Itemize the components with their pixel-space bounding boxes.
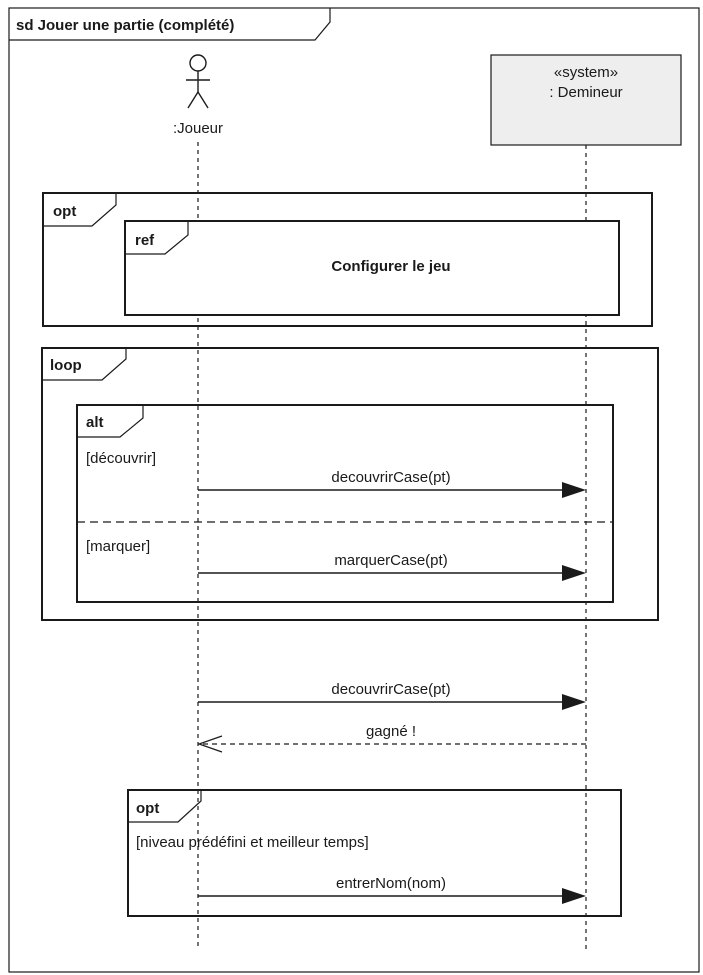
- reply-gagne: [197, 735, 586, 753]
- sd-frame-label: sd Jouer une partie (complété): [16, 17, 234, 34]
- ref-fragment-tab: [125, 221, 189, 255]
- reply-label: gagné !: [366, 723, 416, 740]
- message-2-label: marquerCase(pt): [334, 552, 447, 569]
- opt-fragment-2-tab: [128, 790, 202, 823]
- message-3-label: decouvrirCase(pt): [331, 681, 450, 698]
- alt-guard-2: [marquer]: [86, 538, 150, 555]
- ref-fragment-label: ref: [135, 232, 155, 249]
- message-marquer-case: [198, 565, 586, 581]
- opt-fragment-1-tab: [43, 193, 117, 227]
- opt-fragment-1-label: opt: [53, 203, 76, 220]
- loop-fragment-label: loop: [50, 357, 82, 374]
- alt-fragment-label: alt: [86, 414, 104, 431]
- loop-fragment-tab: [42, 348, 127, 381]
- sd-frame-tab: [9, 8, 331, 41]
- opt-fragment-2-label: opt: [136, 800, 159, 817]
- message-1-label: decouvrirCase(pt): [331, 469, 450, 486]
- ref-fragment-text: Configurer le jeu: [331, 258, 450, 275]
- alt-guard-1: [découvrir]: [86, 450, 156, 467]
- system-name: : Demineur: [549, 84, 622, 101]
- alt-fragment-tab: [77, 405, 144, 438]
- system-stereotype: «system»: [554, 64, 618, 81]
- loop-fragment: [41, 347, 659, 621]
- message-4-label: entrerNom(nom): [336, 875, 446, 892]
- message-entrer-nom: [198, 888, 586, 904]
- alt-fragment: [76, 404, 614, 603]
- actor-icon: [186, 54, 210, 109]
- opt-fragment-2: [127, 789, 622, 917]
- message-decouvrir-case-2: [198, 694, 586, 710]
- opt-fragment-1: [42, 192, 653, 327]
- system-lifeline-head: [490, 54, 682, 146]
- opt-fragment-2-guard: [niveau prédéfini et meilleur temps]: [136, 834, 369, 851]
- actor-name: :Joueur: [173, 120, 223, 137]
- message-decouvrir-case-1: [198, 482, 586, 498]
- ref-fragment: [124, 220, 620, 316]
